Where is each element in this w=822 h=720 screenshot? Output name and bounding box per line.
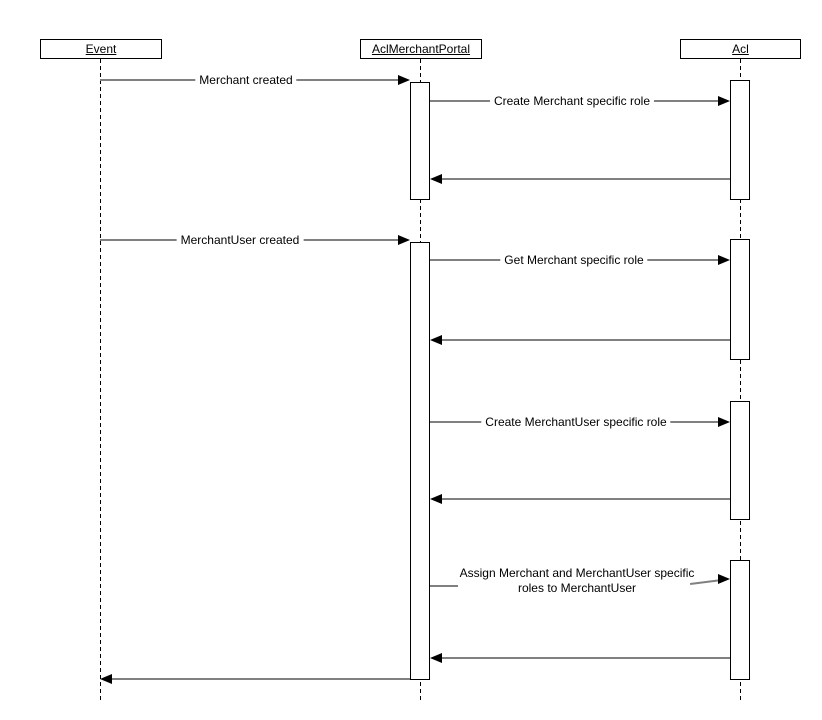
- activation-bar-acl-2: [730, 239, 750, 360]
- arrowhead-left-icon: [430, 174, 442, 184]
- activation-bar-acl-3: [730, 401, 750, 520]
- arrowhead-right-icon: [718, 574, 730, 584]
- activation-bar-portal-2: [410, 242, 430, 680]
- message-label: Create MerchantUser specific role: [481, 414, 671, 430]
- participant-box-acl: Acl: [680, 39, 801, 59]
- message-line: [442, 657, 730, 659]
- arrowhead-left-icon: [430, 653, 442, 663]
- message-line: [442, 178, 730, 180]
- activation-bar-portal-1: [410, 82, 430, 200]
- lifeline-acl: [740, 59, 741, 701]
- message-line: [430, 585, 458, 587]
- arrowhead-right-icon: [398, 235, 410, 245]
- message-label: MerchantUser created: [176, 232, 304, 248]
- message-label: Merchant created: [195, 72, 297, 88]
- arrowhead-right-icon: [718, 96, 730, 106]
- participant-label-aclmerchantportal: AclMerchantPortal: [371, 42, 471, 56]
- arrowhead-left-icon: [100, 674, 112, 684]
- participant-box-event: Event: [40, 39, 162, 59]
- arrowhead-left-icon: [430, 335, 442, 345]
- arrowhead-right-icon: [718, 255, 730, 265]
- message-line: [442, 498, 730, 500]
- arrowhead-right-icon: [398, 75, 410, 85]
- arrowhead-left-icon: [430, 494, 442, 504]
- activation-bar-acl-1: [730, 80, 750, 200]
- participant-label-event: Event: [85, 42, 117, 56]
- message-line: [112, 678, 410, 680]
- participant-label-acl: Acl: [732, 42, 749, 56]
- activation-bar-acl-4: [730, 560, 750, 680]
- arrowhead-right-icon: [718, 417, 730, 427]
- message-line: [442, 339, 730, 341]
- message-label: Get Merchant specific role: [500, 252, 648, 268]
- message-label: Create Merchant specific role: [489, 93, 655, 109]
- message-label: Assign Merchant and MerchantUser specifi…: [459, 566, 695, 595]
- participant-box-aclmerchantportal: AclMerchantPortal: [360, 39, 482, 59]
- lifeline-event: [100, 59, 101, 701]
